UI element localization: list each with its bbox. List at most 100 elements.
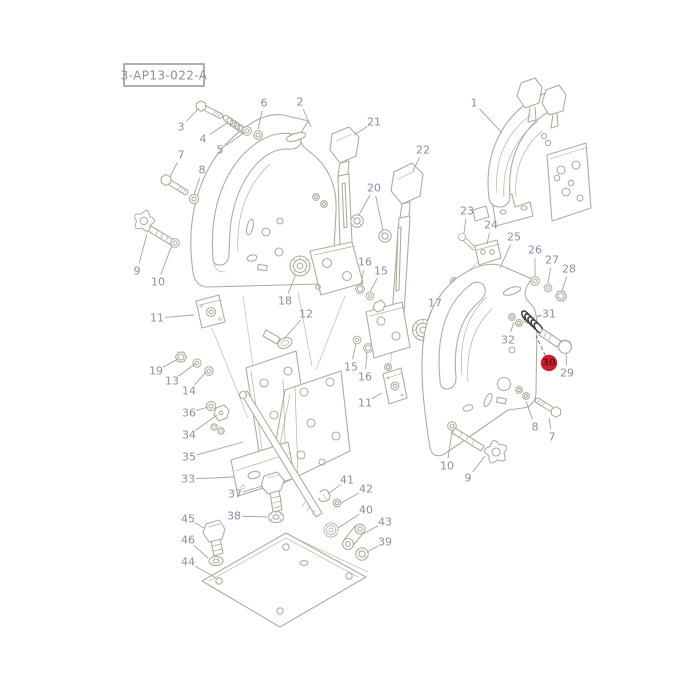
lever-22 bbox=[365, 162, 424, 371]
leader-line-9 bbox=[472, 455, 486, 472]
part-label-19: 19 bbox=[149, 365, 163, 378]
leader-line-12 bbox=[283, 319, 302, 340]
part-label-23: 23 bbox=[460, 205, 474, 218]
part-label-30-highlighted: 30 bbox=[542, 358, 556, 369]
diagram-code-border bbox=[123, 63, 205, 87]
part-label-38: 38 bbox=[227, 510, 241, 523]
leader-line-11 bbox=[164, 314, 195, 318]
bolt-29 bbox=[538, 328, 573, 354]
bolt-23 bbox=[456, 231, 479, 253]
nut-16-upper bbox=[354, 284, 366, 294]
leader-line-39 bbox=[366, 545, 379, 553]
clip-42 bbox=[332, 498, 342, 508]
leader-line-4 bbox=[209, 122, 228, 135]
washer-15-lower bbox=[352, 335, 362, 345]
leader-line-27 bbox=[547, 267, 552, 284]
nut-28 bbox=[554, 290, 568, 302]
leader-line-42 bbox=[340, 492, 360, 504]
part-label-21: 21 bbox=[367, 116, 381, 129]
part-label-14: 14 bbox=[182, 385, 196, 398]
part-label-1: 1 bbox=[471, 97, 478, 110]
bolt-12 bbox=[262, 329, 293, 349]
leader-line-8 bbox=[525, 400, 533, 420]
nut-39 bbox=[355, 547, 369, 561]
part-label-17: 17 bbox=[428, 297, 442, 310]
part-label-39: 39 bbox=[378, 536, 392, 549]
leader-line-19 bbox=[162, 358, 179, 368]
leader-lines bbox=[138, 107, 568, 579]
washer-5 bbox=[242, 126, 252, 136]
leader-line-22 bbox=[412, 157, 421, 172]
part-label-15: 15 bbox=[344, 361, 358, 374]
leader-line-40 bbox=[337, 513, 360, 529]
leader-line-16 bbox=[365, 351, 368, 370]
part-label-12: 12 bbox=[299, 308, 313, 321]
leader-line-1 bbox=[479, 108, 503, 134]
leader-line-16 bbox=[360, 269, 365, 286]
leader-line-6 bbox=[257, 110, 263, 130]
washer-38 bbox=[267, 510, 285, 524]
part-label-45: 45 bbox=[181, 513, 195, 526]
part-label-40: 40 bbox=[359, 504, 373, 517]
bolt-7-left bbox=[158, 172, 191, 199]
leader-line-18 bbox=[287, 273, 297, 294]
lock-washer-14 bbox=[204, 366, 214, 376]
guide-block-11-left bbox=[195, 294, 226, 329]
part-label-33: 33 bbox=[181, 473, 195, 486]
part-label-24: 24 bbox=[484, 219, 498, 232]
leader-line-38 bbox=[241, 515, 268, 518]
part-label-41: 41 bbox=[340, 474, 354, 487]
clip-41 bbox=[318, 489, 331, 503]
washer-46 bbox=[208, 555, 224, 567]
part-label-28: 28 bbox=[562, 263, 576, 276]
leader-line-14 bbox=[193, 371, 207, 386]
leader-line-11 bbox=[371, 392, 383, 400]
part-label-16: 16 bbox=[358, 371, 372, 384]
leader-line-30 bbox=[535, 335, 546, 356]
leader-line-17 bbox=[426, 310, 433, 322]
leader-line-7 bbox=[548, 417, 552, 430]
leader-line-8 bbox=[193, 177, 201, 196]
washer-26 bbox=[530, 276, 540, 286]
nuts-20 bbox=[350, 214, 392, 243]
quadrant-plate-left bbox=[190, 114, 337, 288]
leader-line-2 bbox=[302, 109, 312, 128]
part-label-37: 37 bbox=[228, 488, 242, 501]
part-label-2: 2 bbox=[297, 96, 304, 109]
part-label-25: 25 bbox=[507, 231, 521, 244]
leader-line-45 bbox=[194, 522, 205, 529]
part-label-31: 31 bbox=[542, 308, 556, 321]
bolt-37 bbox=[260, 471, 285, 513]
leader-line-36 bbox=[196, 406, 209, 412]
part-label-7: 7 bbox=[549, 431, 556, 444]
friction-disc-18 bbox=[289, 255, 311, 277]
washer-15-upper bbox=[365, 291, 375, 301]
leader-line-5 bbox=[226, 131, 246, 146]
part-label-43: 43 bbox=[378, 516, 392, 529]
knob-9-right bbox=[451, 427, 510, 465]
leader-line-31 bbox=[533, 315, 542, 318]
part-label-8: 8 bbox=[532, 421, 539, 434]
leader-line-43 bbox=[362, 525, 379, 535]
leader-line-3 bbox=[186, 107, 200, 122]
leader-line-10 bbox=[160, 244, 173, 275]
leader-line-41 bbox=[327, 484, 341, 495]
part-label-13: 13 bbox=[165, 375, 179, 388]
part-label-42: 42 bbox=[359, 483, 373, 496]
part-label-10: 10 bbox=[151, 276, 165, 289]
leader-line-15 bbox=[369, 277, 378, 293]
roller-40 bbox=[323, 522, 339, 538]
part-label-35: 35 bbox=[182, 451, 196, 464]
bolt-3 bbox=[193, 99, 226, 122]
bolt-7-right bbox=[532, 394, 564, 420]
washer-8-left bbox=[188, 193, 200, 205]
part-label-10: 10 bbox=[440, 460, 454, 473]
part-label-9: 9 bbox=[465, 472, 472, 485]
part-label-44: 44 bbox=[181, 556, 195, 569]
leader-line-25 bbox=[499, 244, 512, 269]
part-label-11: 11 bbox=[358, 397, 372, 410]
part-label-6: 6 bbox=[261, 97, 268, 110]
